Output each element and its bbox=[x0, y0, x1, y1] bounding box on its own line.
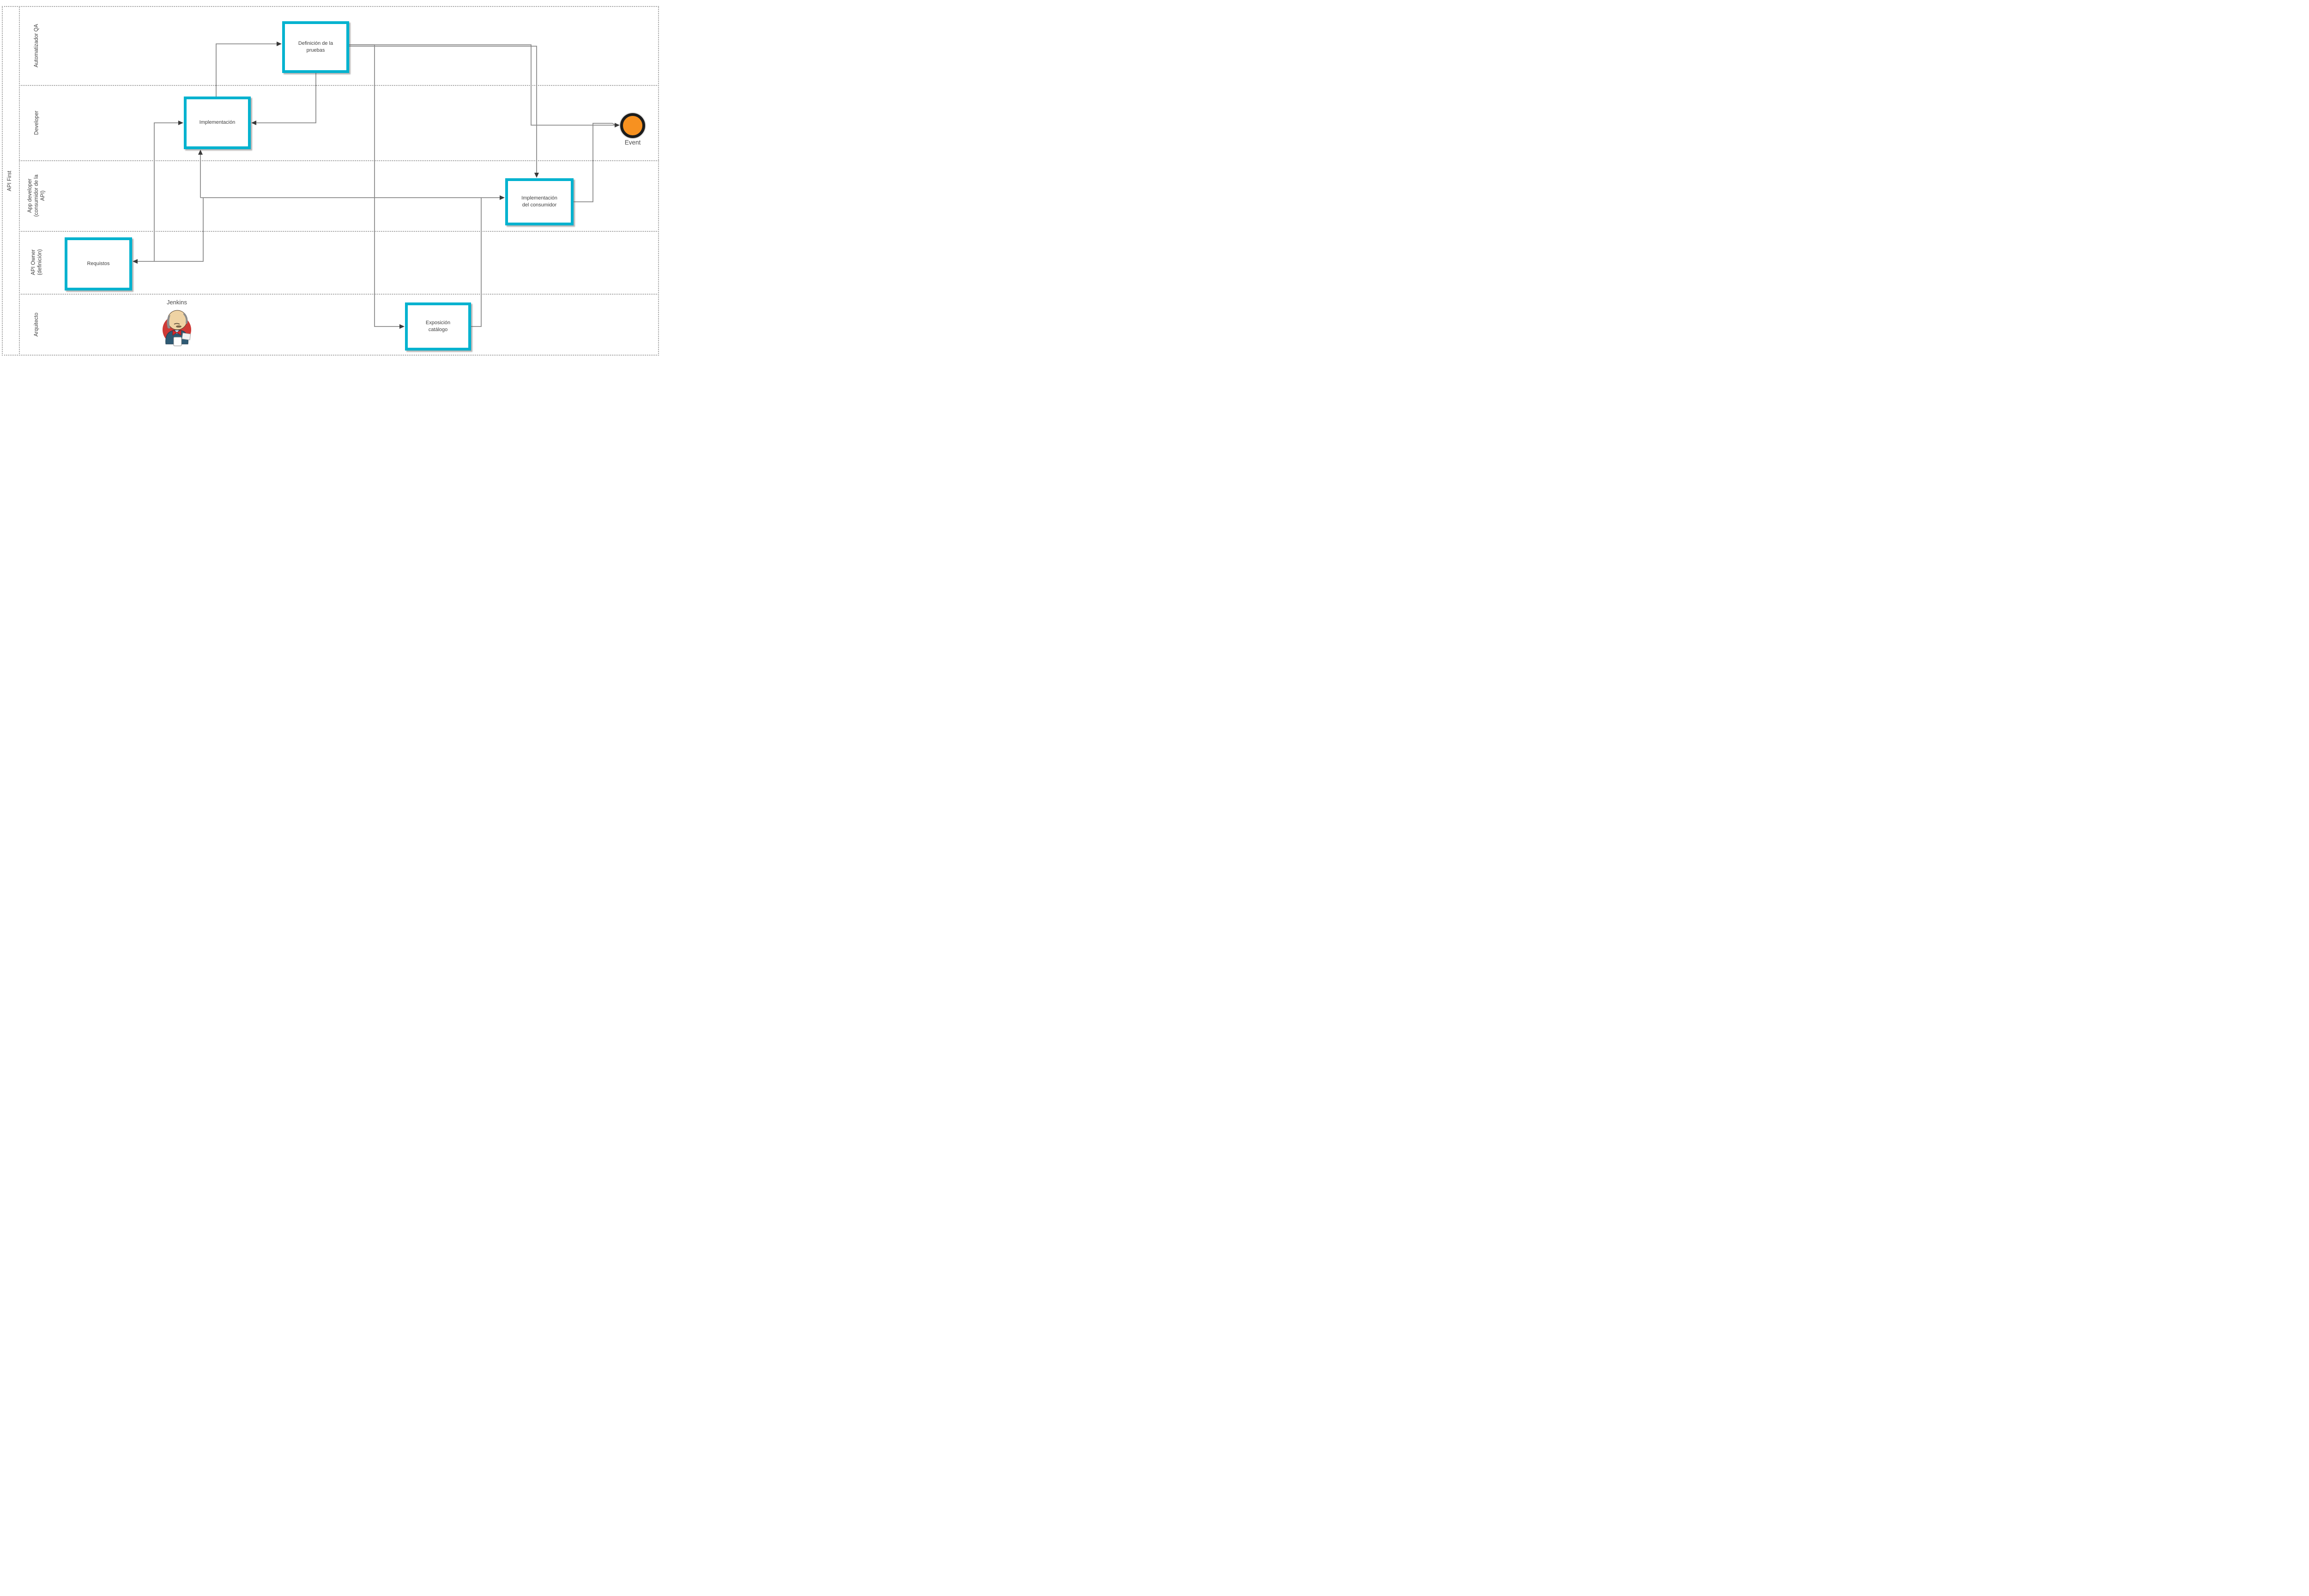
lane-divider bbox=[19, 231, 659, 232]
end-event-circle bbox=[620, 113, 645, 138]
lane-divider bbox=[19, 294, 659, 295]
task-implementacion: Implementación bbox=[184, 97, 251, 149]
lane-label-api-owner: API Owner (definición) bbox=[30, 249, 42, 276]
task-requistos: Requistos bbox=[65, 237, 132, 290]
pool-label-divider bbox=[19, 6, 20, 356]
lane-label-app-developer: App developer (consumidor de la API) bbox=[27, 174, 46, 217]
jenkins-label: Jenkins bbox=[166, 299, 187, 306]
task-exposicion-catalogo: Exposición catálogo bbox=[405, 302, 471, 351]
lane-divider bbox=[19, 85, 659, 86]
end-event-label: Event bbox=[624, 139, 641, 146]
lane-label-arquitecto: Arquitecto bbox=[34, 313, 40, 337]
bpmn-swimlane-diagram: API First Automatizador QA Developer App… bbox=[0, 0, 665, 399]
lane-divider bbox=[19, 160, 659, 161]
pool-border bbox=[2, 6, 659, 356]
lane-label-developer: Developer bbox=[34, 110, 40, 135]
lane-label-automatizador-qa: Automatizador QA bbox=[34, 24, 40, 67]
task-implementacion-consumidor: Implementación del consumidor bbox=[505, 178, 574, 225]
pool-title-label: API First bbox=[7, 170, 13, 191]
task-definicion-pruebas: Definición de la pruebas bbox=[282, 21, 349, 73]
jenkins-annotation: Jenkins bbox=[155, 299, 199, 349]
pool-title: API First bbox=[2, 6, 19, 356]
jenkins-mascot-icon bbox=[163, 310, 191, 346]
